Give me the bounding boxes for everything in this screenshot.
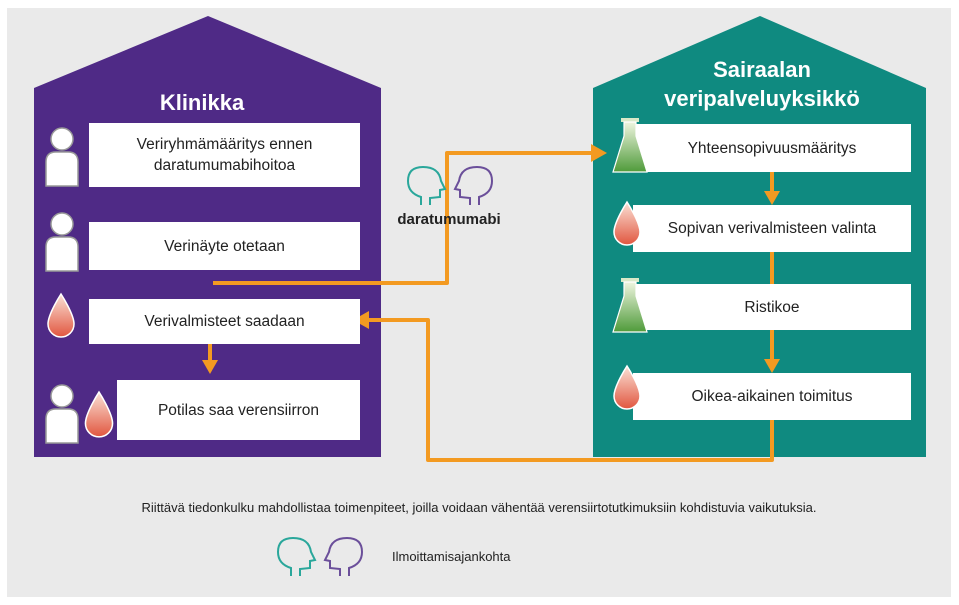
arrowhead-bank-1 [764, 191, 780, 205]
clinic-step-3-label: Verivalmisteet saadaan [144, 313, 305, 330]
legend-heads-icon [276, 536, 364, 576]
legend-label: Ilmoittamisajankohta [392, 549, 511, 564]
arrowhead-bank-3 [764, 359, 780, 373]
clinic-step-sample: Verinäyte otetaan [89, 222, 360, 270]
blood-drop-icon [613, 200, 641, 246]
bank-step-3-label: Ristikoe [744, 298, 800, 316]
bloodbank-title-line1: Sairaalan [713, 57, 811, 82]
bank-step-compatibility: Yhteensopivuusmääritys [633, 124, 911, 172]
bank-step-selection: Sopivan verivalmisteen valinta [633, 205, 911, 252]
clinic-step-2-label: Verinäyte otetaan [164, 237, 285, 255]
diagram-canvas: Klinikka Sairaalan veripalveluyksikkö Ve… [7, 8, 951, 597]
clinic-step-1-label: Veriryhmämääritys ennen daratumumabihoit… [136, 136, 313, 174]
arrowhead-to-clinic [353, 311, 369, 329]
sample-flow-line [213, 151, 593, 285]
bloodbank-title-line2: veripalveluyksikkö [664, 86, 860, 111]
person-icon [45, 212, 79, 272]
drug-label: daratumumabi [397, 211, 501, 228]
delivery-flow-line [369, 318, 774, 462]
clinic-step-blood-typing: Veriryhmämääritys ennen daratumumabihoit… [89, 123, 360, 187]
clinic-step-transfusion: Potilas saa verensiirron [117, 380, 360, 440]
communication-heads-icon [406, 165, 494, 205]
lab-flask-icon [612, 278, 648, 333]
arrowhead-clinic [202, 360, 218, 374]
clinic-title: Klinikka [159, 90, 245, 115]
footnote: Riittävä tiedonkulku mahdollistaa toimen… [141, 500, 817, 515]
bank-step-4-label: Oikea-aikainen toimitus [691, 388, 853, 405]
clinic-step-products-received: Verivalmisteet saadaan [89, 299, 360, 344]
lab-flask-icon [612, 118, 648, 173]
person-icon [45, 384, 79, 444]
clinic-step-4-label: Potilas saa verensiirron [157, 401, 320, 419]
person-icon [45, 127, 79, 187]
arrowhead-to-bloodbank [591, 144, 607, 162]
bank-step-2-label: Sopivan verivalmisteen valinta [667, 220, 877, 237]
bank-step-crossmatch: Ristikoe [633, 284, 911, 330]
blood-drop-icon [47, 292, 75, 338]
bank-step-1-label: Yhteensopivuusmääritys [687, 139, 857, 157]
blood-drop-icon [613, 364, 641, 410]
blood-drop-icon [84, 390, 114, 438]
bank-step-delivery: Oikea-aikainen toimitus [633, 373, 911, 420]
